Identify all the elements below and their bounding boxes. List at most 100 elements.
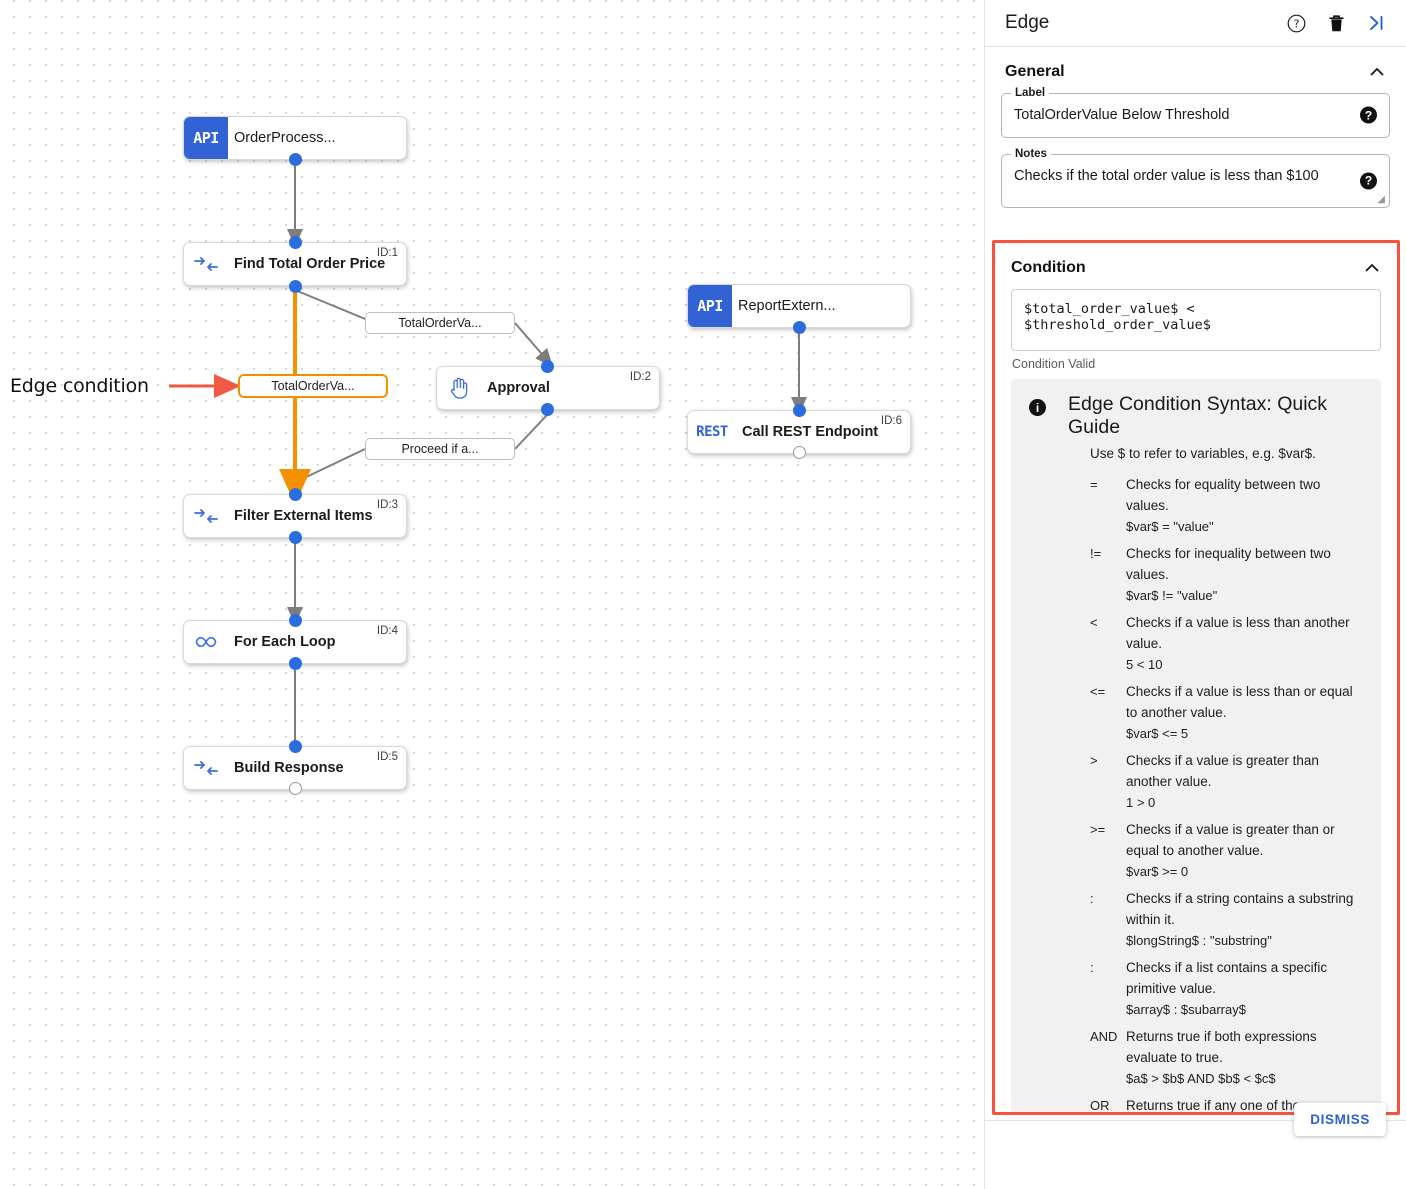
operator-symbol: <=	[1090, 683, 1106, 699]
panel-header: Edge ?	[985, 0, 1406, 47]
label-field-value[interactable]: TotalOrderValue Below Threshold	[1014, 107, 1230, 123]
edge-properties-panel: Edge ? General La	[984, 0, 1406, 1189]
condition-validity-status: Condition Valid	[1012, 357, 1096, 371]
operator-row: <= Checks if a value is less than or equa…	[1090, 682, 1363, 751]
condition-section-title: Condition	[1011, 259, 1086, 276]
syntax-guide-title: Edge Condition Syntax: Quick Guide	[1068, 393, 1328, 438]
label-field-label: Label	[1011, 87, 1050, 99]
operator-example: 5 < 10	[1126, 656, 1163, 672]
notes-help-icon[interactable]: ?	[1360, 172, 1377, 190]
node-for-each-loop[interactable]: For Each Loop ID:4	[183, 620, 407, 664]
node-title: For Each Loop	[234, 634, 336, 650]
node-port-out[interactable]	[793, 321, 806, 334]
operator-example: $var$ <= 5	[1126, 725, 1189, 741]
node-port-in[interactable]	[793, 404, 806, 417]
operator-body: Checks for inequality between two values…	[1126, 544, 1363, 606]
node-port-in[interactable]	[289, 740, 302, 753]
panel-footer: DISMISS	[985, 1103, 1406, 1189]
operator-description: Checks if a value is less than another v…	[1126, 614, 1350, 651]
operator-symbol: AND	[1090, 1028, 1118, 1044]
general-section-title: General	[1005, 63, 1065, 80]
operator-example: 1 > 0	[1126, 794, 1156, 810]
node-port-out[interactable]	[289, 531, 302, 544]
transform-icon	[184, 495, 228, 537]
node-port-out[interactable]	[289, 280, 302, 293]
syntax-guide-panel: i Edge Condition Syntax: Quick Guide Use…	[1011, 379, 1381, 1113]
operator-description: Checks if a value is greater than anothe…	[1126, 752, 1319, 789]
operator-symbol: >=	[1090, 821, 1106, 837]
node-port-out[interactable]	[289, 782, 302, 795]
edge-connections	[169, 163, 807, 777]
collapse-panel-icon[interactable]	[1366, 13, 1386, 33]
node-port-in[interactable]	[289, 236, 302, 249]
operator-description: Checks if a string contains a substring …	[1126, 890, 1354, 927]
node-port-in[interactable]	[289, 614, 302, 627]
node-port-out[interactable]	[541, 403, 554, 416]
operator-body: Checks for equality between two values.$…	[1126, 475, 1363, 537]
help-circle-icon[interactable]: ?	[1286, 13, 1306, 33]
chevron-up-icon[interactable]	[1368, 63, 1386, 81]
node-port-in[interactable]	[541, 360, 554, 373]
operator-description: Checks if a list contains a specific pri…	[1126, 959, 1328, 996]
operator-example: $var$ >= 0	[1126, 863, 1189, 879]
operator-example: $var$ = "value"	[1126, 518, 1214, 534]
label-field[interactable]: Label TotalOrderValue Below Threshold ?	[1001, 87, 1390, 138]
syntax-guide-header: i Edge Condition Syntax: Quick Guide	[1029, 393, 1363, 439]
operator-description: Checks for inequality between two values…	[1126, 545, 1331, 582]
operator-body: Checks if a value is less than another v…	[1126, 613, 1363, 675]
trash-icon[interactable]	[1326, 13, 1346, 33]
info-icon: i	[1029, 399, 1046, 416]
operator-row: < Checks if a value is less than another …	[1090, 613, 1363, 682]
edge-label-proceed-if[interactable]: Proceed if a...	[365, 438, 515, 460]
node-id: ID:4	[376, 625, 398, 637]
operator-symbol: <	[1090, 614, 1098, 630]
notes-field-value[interactable]: Checks if the total order value is less …	[1014, 167, 1319, 184]
operator-row: >Checks if a value is greater than anoth…	[1090, 751, 1363, 820]
operator-symbol: :	[1090, 959, 1094, 975]
dismiss-button[interactable]: DISMISS	[1294, 1103, 1386, 1136]
operator-body: Returns true if any one of the expressio…	[1126, 1096, 1363, 1112]
node-port-in[interactable]	[289, 488, 302, 501]
node-port-out[interactable]	[289, 657, 302, 670]
general-section-header[interactable]: General	[1001, 47, 1390, 93]
node-port-out[interactable]	[289, 153, 302, 166]
node-title: Call REST Endpoint	[742, 424, 879, 440]
node-id: ID:6	[880, 415, 902, 427]
workflow-canvas[interactable]: Edge condition API OrderProcess... Find …	[0, 0, 984, 1189]
operator-row: : Checks if a list contains a specific pr…	[1090, 958, 1363, 1027]
operator-example: $a$ > $b$ AND $b$ < $c$	[1126, 1070, 1276, 1086]
operator-body: Checks if a value is greater than anothe…	[1126, 751, 1363, 813]
operator-example: $longString$ : "substring"	[1126, 932, 1272, 948]
edge-label-totalordervalue-approval[interactable]: TotalOrderVa...	[365, 312, 515, 334]
node-orderprocess[interactable]: API OrderProcess...	[183, 116, 407, 160]
operator-description: Checks if a value is less than or equal …	[1126, 683, 1353, 720]
notes-field[interactable]: Notes Checks if the total order value is…	[1001, 147, 1390, 208]
label-help-icon[interactable]: ?	[1360, 106, 1377, 124]
condition-section-header[interactable]: Condition	[1007, 243, 1385, 289]
node-reportextern[interactable]: API ReportExtern...	[687, 284, 911, 328]
edge-label-selected-totalordervalue[interactable]: TotalOrderVa...	[238, 374, 388, 398]
operator-list: =Checks for equality between two values.…	[1029, 475, 1363, 1113]
operator-row: != Checks for inequality between two valu…	[1090, 544, 1363, 613]
resize-handle[interactable]: ◢	[1377, 193, 1385, 205]
syntax-guide-subtitle: Use $ to refer to variables, e.g. $var$.	[1090, 446, 1316, 461]
operator-symbol: !=	[1090, 545, 1102, 561]
chevron-up-icon[interactable]	[1363, 259, 1381, 277]
node-title: Find Total Order Price	[234, 256, 386, 272]
operator-body: Checks if a list contains a specific pri…	[1126, 958, 1363, 1020]
condition-section-highlight: Condition $total_order_value$ < $thresho…	[992, 240, 1400, 1115]
node-id: ID:1	[376, 247, 398, 259]
operator-example: $array$ : $subarray$	[1126, 1001, 1246, 1017]
operator-row: >=Checks if a value is greater than or e…	[1090, 820, 1363, 889]
operator-symbol: OR	[1090, 1097, 1110, 1113]
general-section: General Label TotalOrderValue Below Thre…	[985, 47, 1406, 208]
node-title: Build Response	[234, 760, 344, 776]
node-id: ID:5	[376, 751, 398, 763]
node-port-out[interactable]	[793, 446, 806, 459]
condition-expression-input[interactable]: $total_order_value$ < $threshold_order_v…	[1011, 289, 1381, 351]
node-title: Approval	[487, 380, 550, 396]
operator-row: =Checks for equality between two values.…	[1090, 475, 1363, 544]
svg-text:?: ?	[1293, 17, 1299, 30]
node-title: Filter External Items	[234, 508, 373, 524]
